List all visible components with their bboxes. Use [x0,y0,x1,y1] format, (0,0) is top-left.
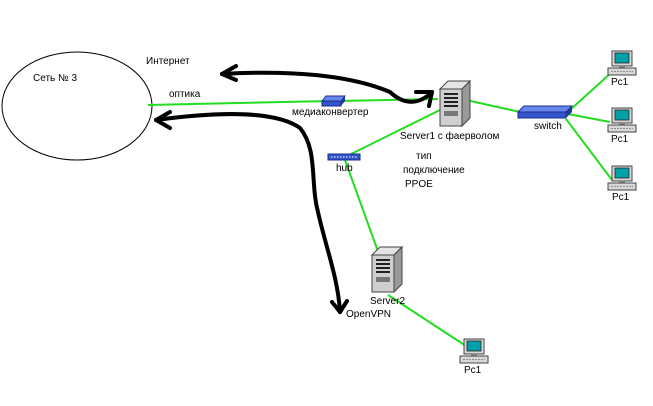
pc-bottom-label: Pc1 [464,365,482,376]
internet-label: Интернет [146,56,190,67]
pc-mid-icon [607,107,637,133]
arrow-internet-head-bottom [220,72,238,82]
openvpn-label: OpenVPN [346,309,392,320]
network-label: Сеть № 3 [33,73,78,84]
arrow-internet-head-top [220,64,238,76]
server2-label: Server2 [370,296,406,307]
server1-icon [439,80,471,127]
pc-top-icon [607,50,637,76]
link-server2-pc-bottom [387,294,467,347]
network-hub-icon [327,153,361,161]
pc-low-icon [607,165,637,191]
switch-label: switch [534,121,562,132]
pc-low-label: Pc1 [612,192,630,203]
arrow-openvpn-head-right [154,118,172,130]
network-links [147,71,613,347]
connection-type-line2: подключение [403,165,465,176]
link-optics [147,100,331,106]
pc-top-label: Pc1 [611,77,629,88]
link-server1-switch [465,99,521,113]
media-converter-icon [320,95,347,107]
link-hub-server2 [344,159,381,258]
server2-icon [371,246,403,293]
server1-label: Server1 с фаерволом [400,131,500,142]
optics-label: оптика [169,89,201,100]
pc-bottom-icon [459,338,489,364]
network-switch-icon [516,105,574,119]
link-switch-pc-top [569,71,613,111]
arrow-openvpn-tip-b [338,299,349,314]
arrow-openvpn-tip-a [330,300,342,314]
media-converter-label: медиаконвертер [292,107,369,118]
arrow-openvpn-head-left [154,110,172,122]
pc-mid-label: Pc1 [611,134,629,145]
link-hub-server1 [344,109,441,158]
arrow-server1-head-b [427,90,434,108]
link-switch-pc-mid [567,113,611,123]
arrow-openvpn-path [154,112,342,314]
traffic-arrows [154,64,434,314]
network-ellipse [1,51,153,161]
link-switch-pc-low [565,118,613,181]
arrow-internet-path [220,70,434,104]
connection-type-line1: тип [416,151,432,162]
connection-type-line3: PPOE [405,179,433,190]
hub-label: hub [336,163,353,174]
